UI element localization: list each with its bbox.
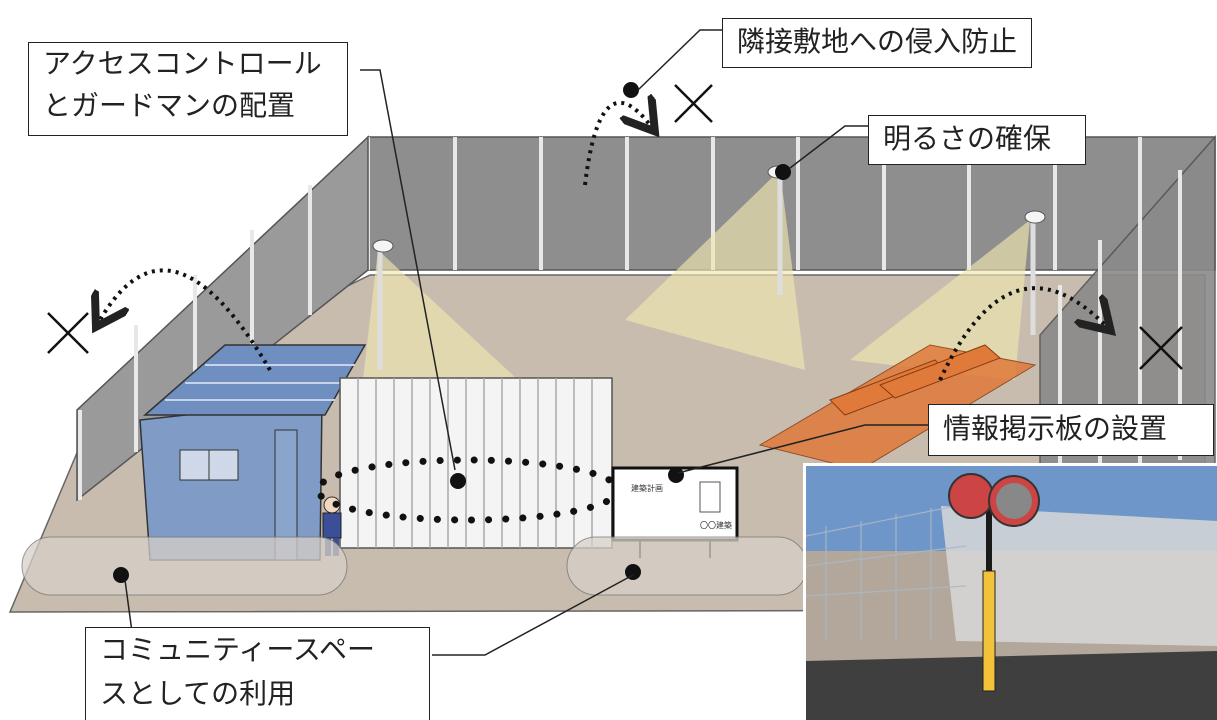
light-cone-2: [625, 170, 805, 370]
light-pole-1: [372, 239, 394, 370]
callout-community-line1: コミュニティースペー: [100, 633, 375, 666]
lighting-dot: [775, 164, 791, 180]
x-mark-top: [674, 84, 713, 123]
callout-lighting-text: 明るさの確保: [883, 122, 1052, 155]
light-cone-1: [360, 250, 545, 405]
community-space-left: [21, 536, 348, 596]
callout-access-control: アクセスコントロール とガードマンの配置: [28, 42, 348, 136]
callout-community-space: コミュニティースペー スとしての利用: [85, 627, 430, 720]
community-space-right: [566, 536, 808, 596]
community-dot-right: [625, 564, 641, 580]
back-fence: [367, 136, 1216, 271]
traffic-mirror: [948, 473, 1040, 691]
callout-community-line2: スとしての利用: [100, 677, 296, 710]
x-mark-left: [47, 312, 89, 354]
guard-hut: [139, 344, 367, 561]
board-title: 建築計画: [631, 483, 663, 493]
callout-access-control-line2: とガードマンの配置: [43, 89, 296, 122]
lumber-stack: [758, 344, 1037, 471]
callout-access-control-line1: アクセスコントロール: [43, 47, 322, 80]
site-photo: [803, 463, 1217, 720]
leader-lines: [124, 29, 928, 656]
access-control-dot: [450, 473, 466, 489]
callout-intrusion-prevention: 隣接敷地への侵入防止: [722, 18, 1032, 68]
callout-info-board: 情報掲示板の設置: [928, 404, 1214, 456]
left-fence: [76, 135, 369, 502]
light-pole-3: [1024, 210, 1046, 335]
callout-intrusion-text: 隣接敷地への侵入防止: [737, 25, 1018, 58]
info-board: 建築計画 〇〇建築: [611, 466, 739, 558]
photo-scene: [805, 466, 1217, 720]
x-mark-right: [1139, 326, 1183, 370]
community-dot-left: [113, 567, 129, 583]
board-owner: 〇〇建築: [700, 520, 732, 530]
light-cone-3: [850, 220, 1030, 380]
intrusion-arrow-left: [100, 268, 272, 372]
callout-lighting: 明るさの確保: [868, 115, 1086, 165]
callout-info-board-text: 情報掲示板の設置: [943, 412, 1168, 445]
intrusion-arrow-top: [583, 103, 650, 186]
